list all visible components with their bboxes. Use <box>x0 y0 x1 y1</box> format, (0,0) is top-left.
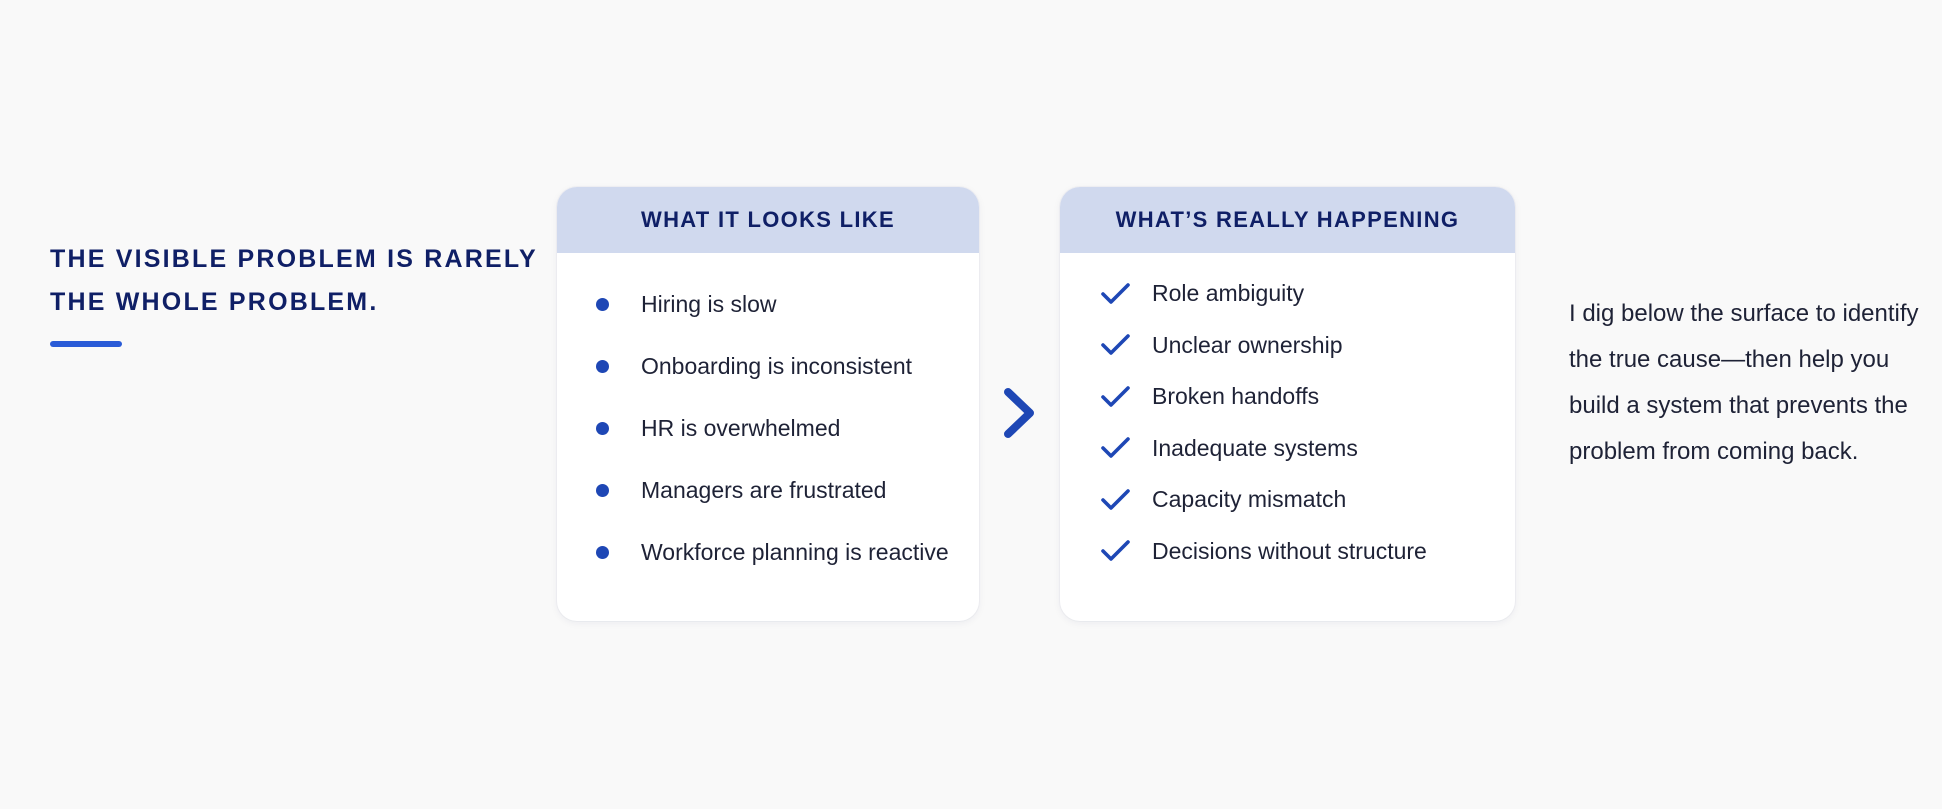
check-icon <box>1101 385 1130 407</box>
symptoms-list: Hiring is slow Onboarding is inconsisten… <box>557 253 979 583</box>
root-cause-text: Decisions without structure <box>1152 537 1427 564</box>
symptom-text: Managers are frustrated <box>641 476 887 503</box>
explanation-paragraph: I dig below the surface to identify the … <box>1569 300 1919 465</box>
root-causes-list: Role ambiguity Unclear ownership Broken … <box>1060 253 1515 577</box>
symptoms-card: WHAT IT LOOKS LIKE Hiring is slow Onboar… <box>557 187 979 621</box>
root-cause-text: Capacity mismatch <box>1152 486 1347 513</box>
symptom-text: Onboarding is inconsistent <box>641 352 913 379</box>
bullet-dot-icon <box>596 421 609 435</box>
symptom-item: Hiring is slow <box>557 273 979 335</box>
check-icon <box>1101 540 1130 562</box>
root-cause-text: Unclear ownership <box>1152 331 1343 358</box>
check-icon <box>1101 437 1130 459</box>
root-cause-text: Role ambiguity <box>1152 280 1305 307</box>
headline: THE VISIBLE PROBLEM IS RARELY THE WHOLE … <box>50 238 550 324</box>
symptom-text: HR is overwhelmed <box>641 414 841 441</box>
headline-line-2: THE WHOLE PROBLEM. <box>50 288 379 316</box>
symptom-item: Onboarding is inconsistent <box>557 335 979 397</box>
bullet-dot-icon <box>596 297 609 311</box>
root-cause-text: Inadequate systems <box>1152 434 1358 461</box>
bullet-dot-icon <box>596 483 609 497</box>
check-icon <box>1101 282 1130 304</box>
check-icon <box>1101 488 1130 510</box>
symptom-text: Workforce planning is reactive <box>641 538 949 565</box>
symptoms-card-title: WHAT IT LOOKS LIKE <box>557 187 979 253</box>
root-cause-item: Broken handoffs <box>1060 371 1515 423</box>
bullet-dot-icon <box>596 545 609 559</box>
headline-accent-bar <box>50 341 122 347</box>
symptom-item: Workforce planning is reactive <box>557 521 979 583</box>
root-causes-card: WHAT’S REALLY HAPPENING Role ambiguity U… <box>1060 187 1515 621</box>
root-causes-card-title: WHAT’S REALLY HAPPENING <box>1060 187 1515 253</box>
root-cause-item: Role ambiguity <box>1060 268 1515 320</box>
root-cause-item: Decisions without structure <box>1060 526 1515 578</box>
symptom-item: HR is overwhelmed <box>557 397 979 459</box>
chevron-right-icon <box>1004 388 1034 438</box>
root-cause-item: Unclear ownership <box>1060 320 1515 372</box>
symptom-text: Hiring is slow <box>641 290 777 317</box>
bullet-dot-icon <box>596 359 609 373</box>
symptom-item: Managers are frustrated <box>557 459 979 521</box>
root-cause-item: Capacity mismatch <box>1060 474 1515 526</box>
headline-line-1: THE VISIBLE PROBLEM IS RARELY <box>50 245 538 273</box>
root-cause-item: Inadequate systems <box>1060 423 1515 475</box>
check-icon <box>1101 334 1130 356</box>
root-cause-text: Broken handoffs <box>1152 383 1320 410</box>
